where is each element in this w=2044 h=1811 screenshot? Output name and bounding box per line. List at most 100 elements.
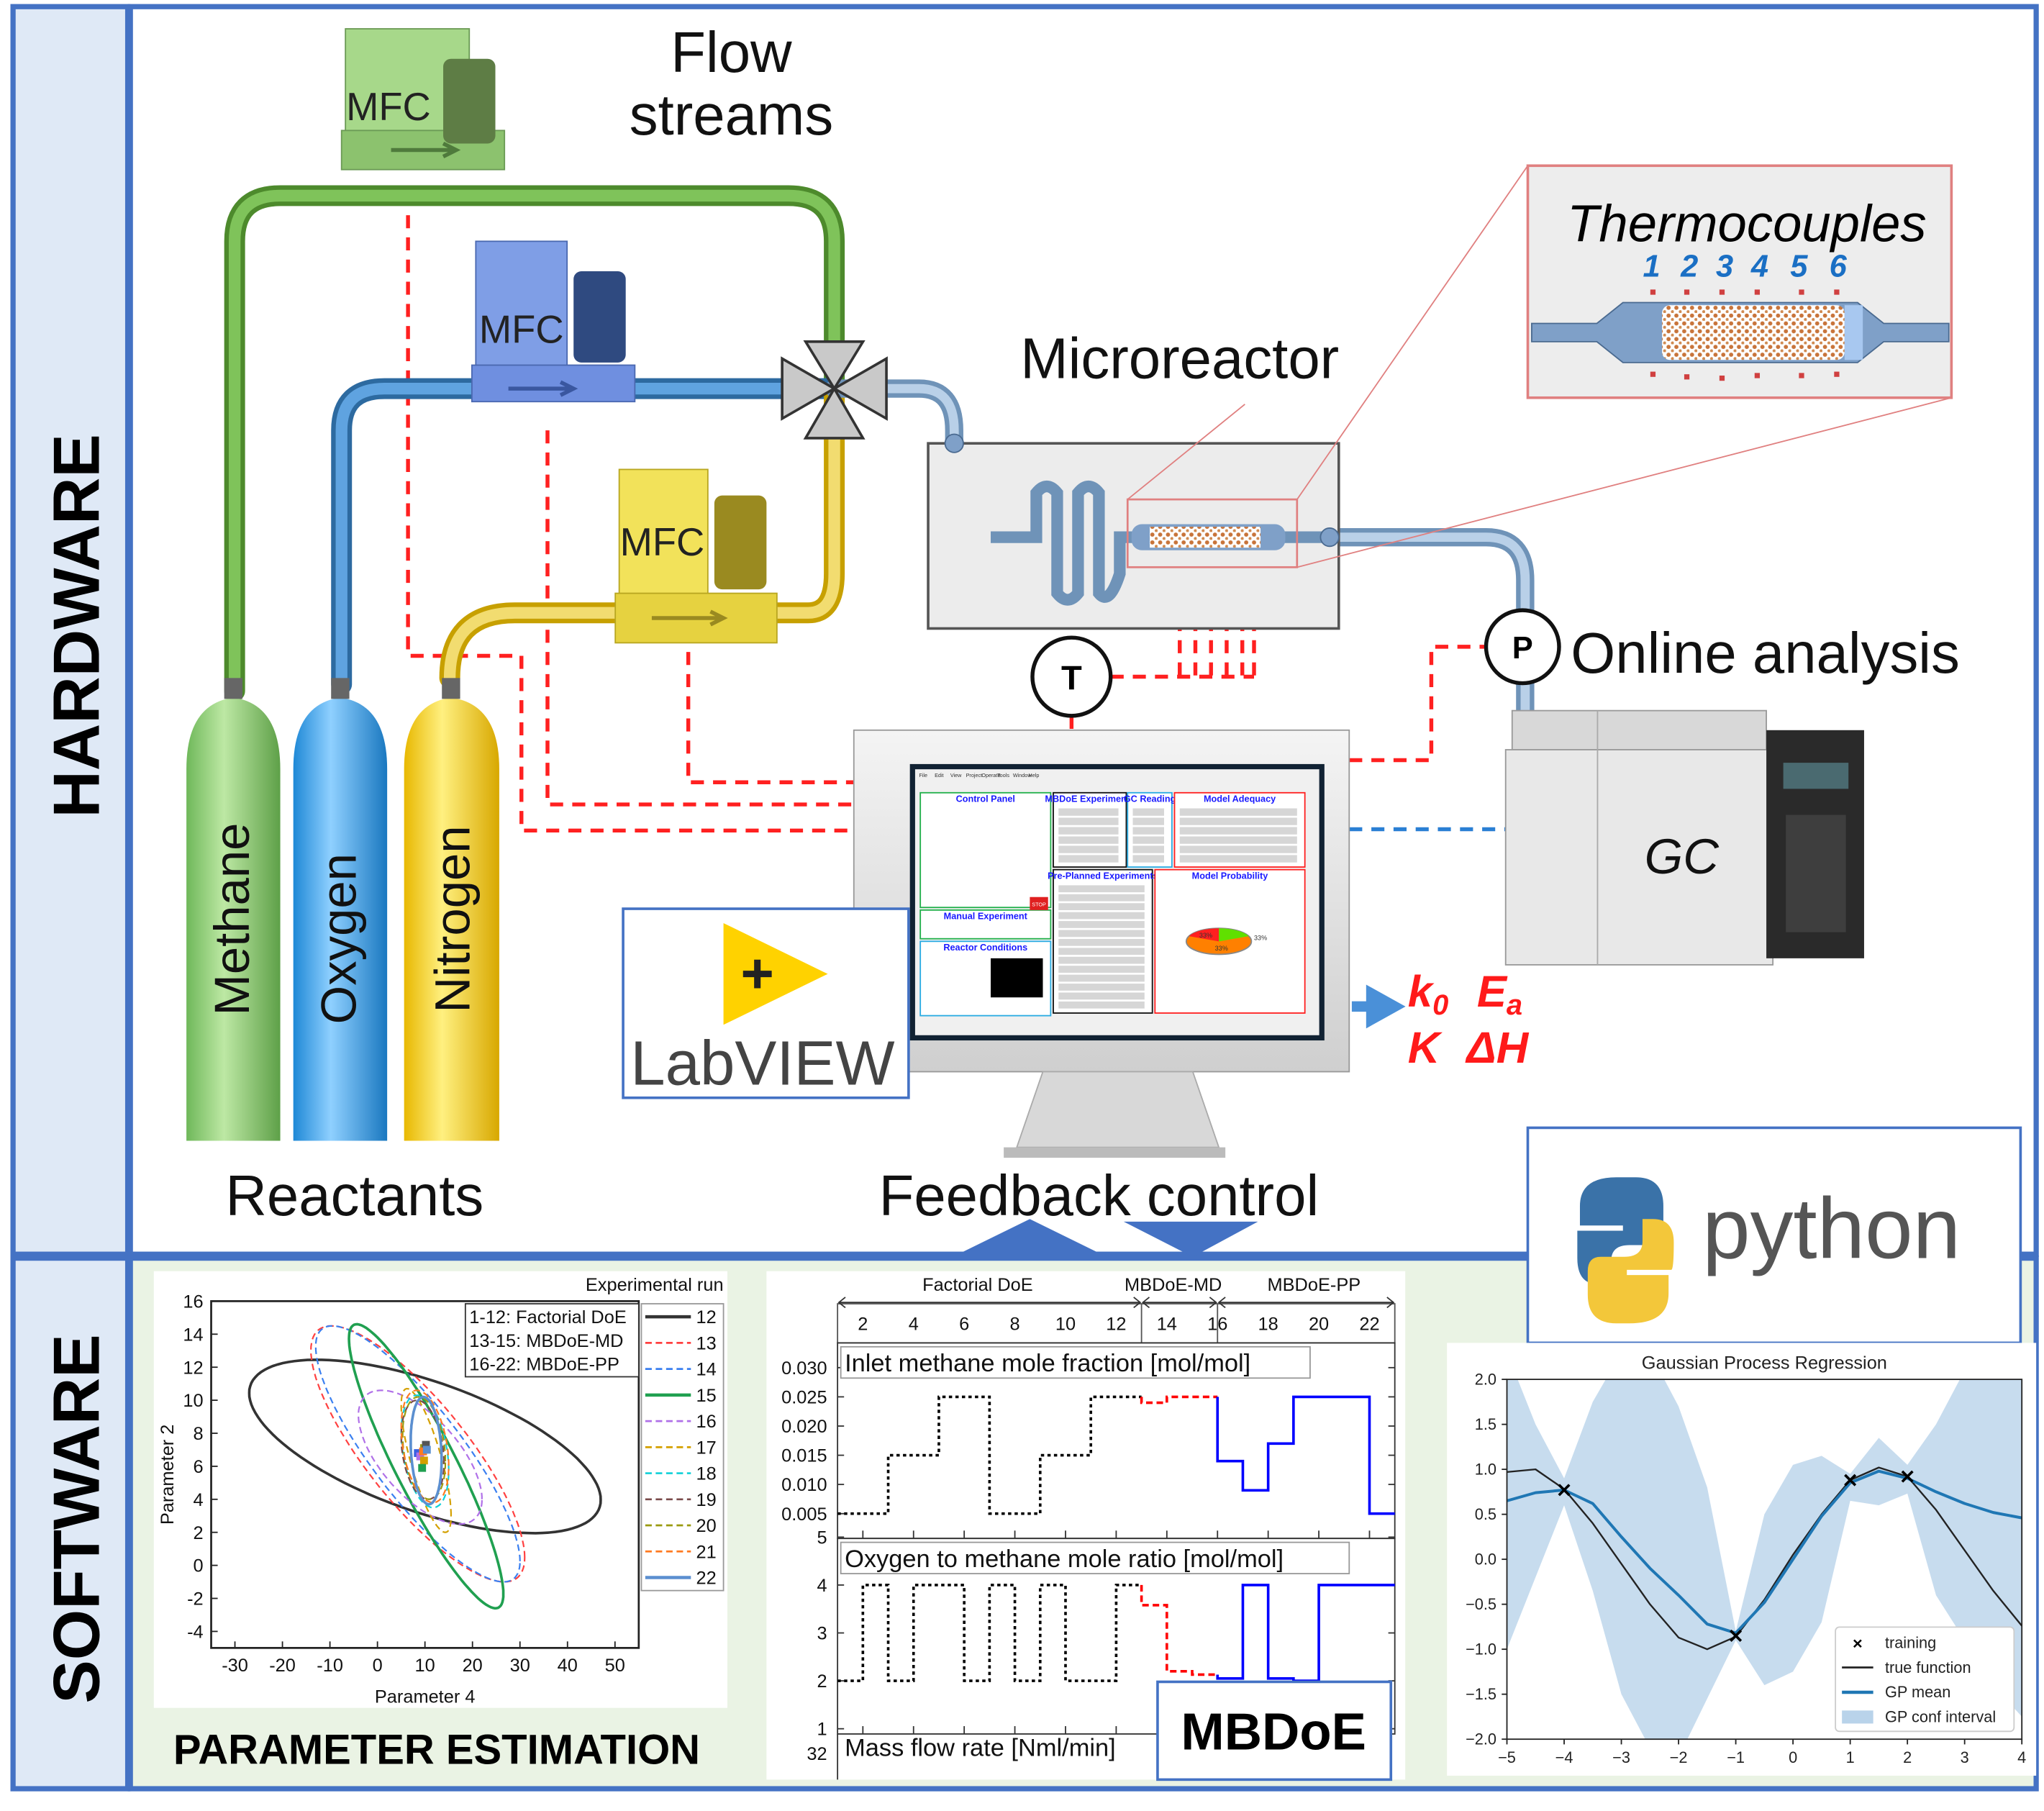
y-tick-label: 0	[194, 1556, 204, 1576]
gp-conf-interval	[1507, 1379, 2022, 1740]
pressure-graph	[991, 958, 1043, 998]
param-dH: ΔH	[1465, 1023, 1529, 1073]
labview-panel-title: Reactor Conditions	[943, 943, 1027, 953]
ellipse-run-17	[400, 1387, 452, 1533]
y-axis-label: Parameter 2	[158, 1425, 178, 1525]
labview-panel-title: Model Probability	[1192, 871, 1268, 881]
estimate-point	[419, 1456, 428, 1465]
gas-cylinders: Methane Oxygen Nitrogen	[186, 678, 499, 1141]
labview-panel-title: Control Panel	[956, 794, 1015, 804]
mfc-green: MFC	[340, 28, 506, 171]
panel-label-box	[840, 1345, 1311, 1379]
x-tick-label: 4	[2017, 1748, 2026, 1766]
y-tick-label: 0.015	[781, 1446, 827, 1466]
menu-item-project: Project	[966, 772, 983, 779]
panel-label: Inlet methane mole fraction [mol/mol]	[845, 1350, 1250, 1377]
menu-item-operate: Operate	[981, 772, 1000, 779]
y-tick-label: 0.5	[1475, 1505, 1496, 1523]
gas-chromatograph: GC	[1504, 709, 1864, 966]
step-series	[1216, 1584, 1395, 1682]
x-tick-label: -20	[269, 1656, 296, 1676]
labview-table-row	[1058, 974, 1145, 982]
estimate-point	[422, 1445, 431, 1454]
labview-table-row	[1058, 894, 1145, 902]
x-tick-label: 50	[605, 1656, 625, 1676]
temperature-sensor-icon: T	[1030, 635, 1113, 718]
python-wordmark: python	[1702, 1181, 1961, 1277]
run-tick-label: 10	[1055, 1314, 1076, 1334]
ellipse-run-22	[409, 1395, 443, 1506]
cylinder-nitrogen: Nitrogen	[404, 678, 499, 1141]
labview-table-row	[1179, 817, 1297, 825]
mfc-blue-label: MFC	[479, 308, 564, 352]
gc-label: GC	[1645, 829, 1720, 884]
y-tick-label: 8	[194, 1424, 204, 1444]
labview-table-row	[1179, 855, 1297, 863]
labview-wordmark: LabVIEW	[630, 1029, 894, 1099]
legend-label-18: 18	[696, 1464, 717, 1484]
x-tick-label: 2	[1903, 1748, 1912, 1766]
run-tick-label: 22	[1359, 1314, 1379, 1334]
phase-label: MBDoE-PP	[1268, 1275, 1361, 1295]
labview-table-row	[1058, 966, 1145, 973]
x-tick-label: 40	[558, 1656, 578, 1676]
y-tick-label: 14	[183, 1325, 203, 1345]
menu-item-window: Window	[1013, 772, 1032, 779]
labview-panel-title: Pre-Planned Experiments	[1048, 871, 1158, 881]
labview-table-row	[1179, 827, 1297, 835]
y-tick-label: -2	[187, 1589, 204, 1610]
cylinder-methane-label: Methane	[204, 823, 260, 1016]
labview-panel: Model Adequacy	[1173, 791, 1306, 868]
x-tick-label: −4	[1555, 1748, 1573, 1766]
legend-label-22: 22	[696, 1569, 717, 1589]
pie-label: 33%	[1254, 935, 1267, 942]
labview-panel-title: Model Adequacy	[1204, 794, 1276, 804]
legend-marker-training: ×	[1853, 1634, 1863, 1653]
thermocouple-2: 2	[1680, 249, 1698, 283]
gp-mean-line	[1506, 1469, 2022, 1635]
x-tick-label: 3	[1961, 1748, 1969, 1766]
mfc-green-label: MFC	[346, 85, 431, 129]
menu-item-file: File	[919, 772, 927, 779]
online-analysis-label: Online analysis	[1571, 621, 1960, 685]
legend-label-12: 12	[696, 1307, 717, 1327]
step-series	[837, 1584, 1142, 1682]
labview-table-row	[1058, 938, 1145, 946]
labview-table-row	[1058, 992, 1145, 1000]
labview-table-row	[1058, 855, 1119, 863]
temperature-sensor-label: T	[1061, 659, 1082, 697]
labview-table-row	[1132, 836, 1164, 844]
training-point	[1901, 1470, 1914, 1483]
phase-arrow	[837, 1297, 1142, 1309]
annotation-line: 13-15: MBDoE-MD	[469, 1331, 623, 1351]
y-tick-label: 16	[183, 1292, 203, 1312]
thermocouple-4: 4	[1750, 249, 1768, 283]
run-tick-label: 12	[1106, 1314, 1126, 1334]
legend-label: GP mean	[1885, 1683, 1950, 1701]
labview-table-row	[1058, 808, 1119, 816]
flow-streams-label-line2: streams	[630, 83, 833, 147]
labview-panel-title: Manual Experiment	[944, 912, 1028, 922]
flow-streams-label-line1: Flow	[671, 20, 792, 84]
labview-table-row	[1132, 855, 1164, 863]
labview-table-row	[1058, 845, 1119, 853]
thermocouple-6: 6	[1830, 249, 1848, 283]
annotation-line: 16-22: MBDoE-PP	[469, 1354, 619, 1374]
estimate-point	[416, 1452, 424, 1461]
legend-label-13: 13	[696, 1333, 717, 1353]
panel-label: Mass flow rate [Nml/min]	[845, 1735, 1116, 1762]
run-tick-label: 6	[959, 1314, 969, 1334]
legend-label-21: 21	[696, 1542, 717, 1562]
x-tick-label: 30	[510, 1656, 530, 1676]
labview-table-row	[1132, 827, 1164, 835]
x-tick-label: −1	[1727, 1748, 1745, 1766]
labview-table-row	[1132, 817, 1164, 825]
hardware-label-strip	[10, 4, 131, 1257]
labview-table-row	[1058, 930, 1145, 938]
phase-label: Factorial DoE	[922, 1275, 1033, 1295]
labview-table-row	[1132, 808, 1164, 816]
ellipse-run-14	[314, 1325, 521, 1583]
